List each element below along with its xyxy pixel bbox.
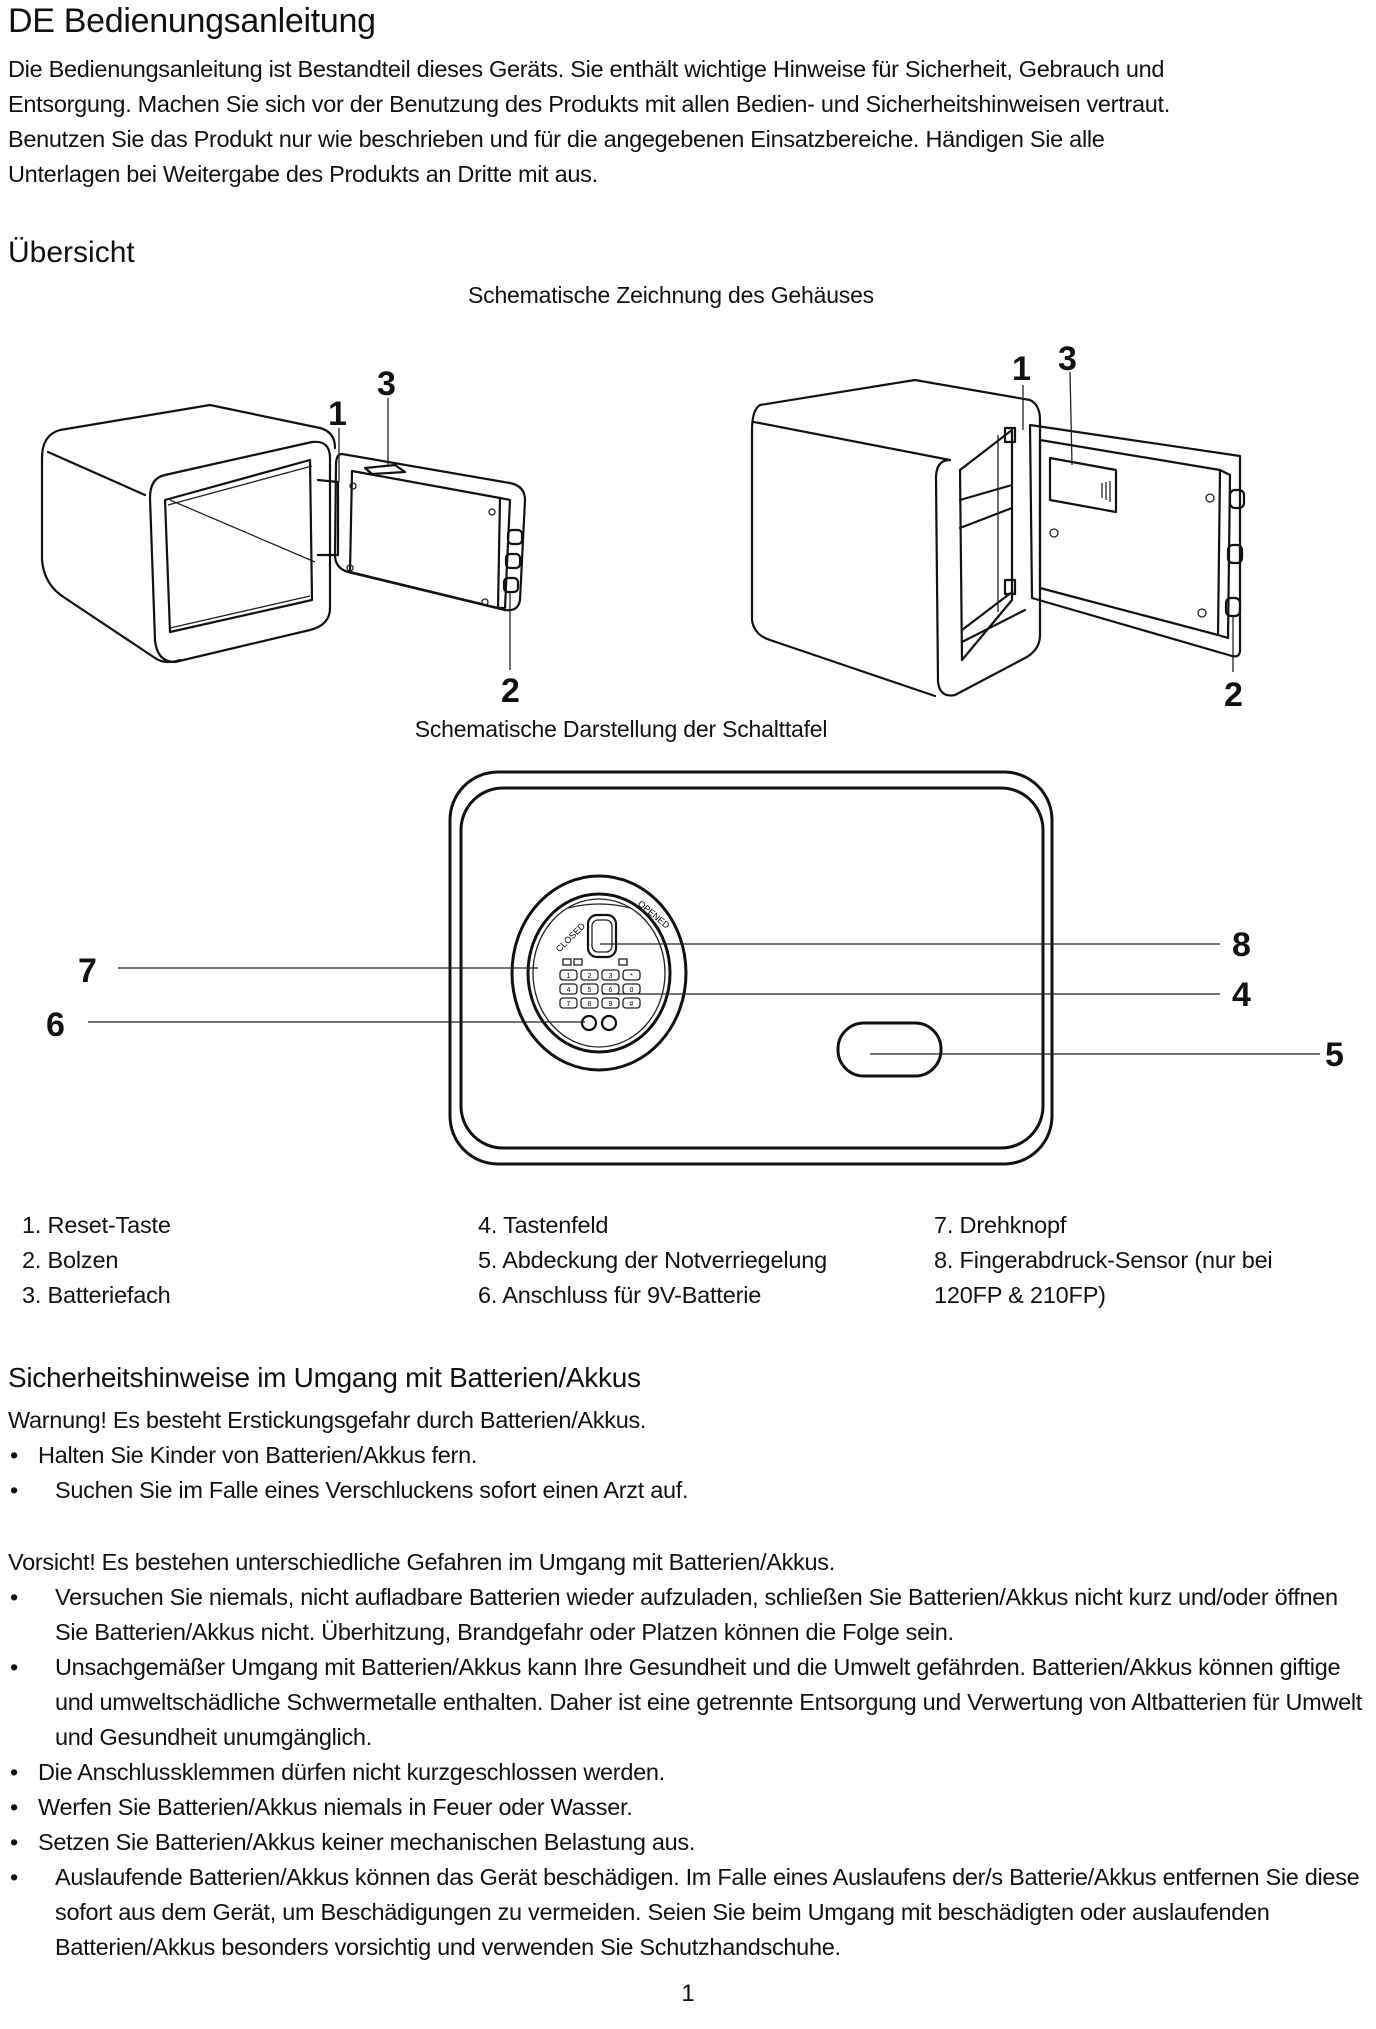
keypad-key-label: 8 (588, 1001, 592, 1008)
callout-5: 5 (1325, 1036, 1344, 1074)
keypad-key-label: # (630, 1001, 634, 1008)
list-item: •Halten Sie Kinder von Batterien/Akkus f… (8, 1438, 1368, 1473)
intro-line: Unterlagen bei Weitergabe des Produkts a… (8, 161, 598, 187)
keypad-key-label: 6 (609, 987, 613, 994)
safe-drawing-angled-open: 1 3 2 (750, 340, 1246, 714)
safety-heading: Sicherheitshinweise im Umgang mit Batter… (8, 1362, 641, 1393)
caution-text: Vorsicht! Es bestehen unterschiedliche G… (8, 1549, 835, 1575)
document-title: DE Bedienungsanleitung (8, 2, 376, 40)
bullet-icon: • (10, 1584, 18, 1610)
keypad-key-label: 5 (588, 987, 592, 994)
warning-block: Warnung! Es besteht Erstickungsgefahr du… (8, 1403, 1368, 1508)
panel-figure-caption: Schematische Darstellung der Schalttafel (414, 716, 828, 742)
callout-1: 1 (1012, 350, 1031, 388)
intro-line: Entsorgung. Machen Sie sich vor der Benu… (8, 91, 1170, 117)
keypad-key-label: 7 (567, 1001, 571, 1008)
callout-3: 3 (377, 365, 396, 403)
legend-column-1: 1. Reset-Taste 2. Bolzen 3. Batteriefach (22, 1208, 171, 1313)
callout-2: 2 (501, 672, 520, 710)
housing-figure-caption: Schematische Zeichnung des Gehäuses (468, 282, 874, 308)
keypad-key (580, 969, 599, 981)
callout-8: 8 (1232, 926, 1251, 964)
intro-line: Benutzen Sie das Produkt nur wie beschri… (8, 126, 1105, 152)
legend-item: 1. Reset-Taste (22, 1212, 171, 1238)
callout-4: 4 (1232, 976, 1251, 1014)
caution-block: Vorsicht! Es bestehen unterschiedliche G… (8, 1545, 1368, 1965)
page-number: 1 (681, 1980, 695, 2007)
legend-item: 4. Tastenfeld (478, 1212, 609, 1238)
keypad-key-label: 0 (630, 987, 634, 994)
keypad-key-label: 3 (609, 973, 613, 980)
list-item: •Suchen Sie im Falle eines Verschluckens… (8, 1473, 1368, 1508)
keypad-key (559, 969, 578, 981)
intro-paragraph: Die Bedienungsanleitung ist Bestandteil … (8, 52, 1368, 192)
warning-text: Warnung! Es besteht Erstickungsgefahr du… (8, 1407, 647, 1433)
keypad-key-label: 2 (588, 973, 592, 980)
control-panel-drawing: CLOSED OPENED 1 2 3 * 4 5 6 0 7 8 9 # 7 6 8 4 5 (46, 770, 1344, 1166)
keypad-key (559, 983, 578, 995)
legend-column-2: 4. Tastenfeld 5. Abdeckung der Notverrie… (478, 1208, 827, 1313)
keypad-key (622, 969, 641, 981)
legend-column-3: 7. Drehknopf 8. Fingerabdruck-Sensor (nu… (934, 1208, 1273, 1313)
overview-heading: Übersicht (8, 236, 135, 269)
legend-item: 2. Bolzen (22, 1247, 119, 1273)
bullet-icon: • (10, 1442, 18, 1468)
bullet-icon: • (10, 1864, 18, 1890)
keypad-key-label: 1 (567, 973, 571, 980)
list-item: •Unsachgemäßer Umgang mit Batterien/Akku… (8, 1650, 1368, 1755)
keypad: 1 2 3 * 4 5 6 0 7 8 9 # (559, 969, 641, 1009)
legend-item: 7. Drehknopf (934, 1212, 1067, 1238)
callout-6: 6 (46, 1006, 65, 1044)
legend-item: 5. Abdeckung der Notverriegelung (478, 1247, 827, 1273)
safe-drawing-front-open: 1 3 2 (40, 365, 527, 710)
keypad-key (601, 997, 620, 1009)
intro-line: Die Bedienungsanleitung ist Bestandteil … (8, 56, 1165, 82)
keypad-key (622, 997, 641, 1009)
keypad-key (580, 997, 599, 1009)
callout-7: 7 (78, 952, 97, 990)
keypad-key (601, 969, 620, 981)
callout-1: 1 (328, 395, 347, 433)
bullet-icon: • (10, 1477, 18, 1503)
bullet-icon: • (10, 1829, 18, 1855)
bullet-icon: • (10, 1794, 18, 1820)
callout-3: 3 (1058, 340, 1077, 378)
legend-item: 6. Anschluss für 9V-Batterie (478, 1282, 762, 1308)
keypad-key-label: * (630, 973, 633, 980)
keypad-key (580, 983, 599, 995)
list-item: •Die Anschlussklemmen dürfen nicht kurzg… (8, 1755, 1368, 1790)
bullet-icon: • (10, 1759, 18, 1785)
dial-label-opened: OPENED (636, 898, 672, 930)
list-item: •Versuchen Sie niemals, nicht aufladbare… (8, 1580, 1368, 1650)
bullet-icon: • (10, 1654, 18, 1680)
callout-2: 2 (1224, 676, 1243, 714)
legend-item: 3. Batteriefach (22, 1282, 171, 1308)
list-item: •Auslaufende Batterien/Akkus können das … (8, 1860, 1368, 1965)
legend-item: 8. Fingerabdruck-Sensor (nur bei (934, 1247, 1273, 1273)
list-item: •Setzen Sie Batterien/Akkus keiner mecha… (8, 1825, 1368, 1860)
keypad-key-label: 9 (609, 1001, 613, 1008)
legend-item: 120FP & 210FP) (934, 1282, 1106, 1308)
keypad-key-label: 4 (567, 987, 571, 994)
list-item: •Werfen Sie Batterien/Akkus niemals in F… (8, 1790, 1368, 1825)
keypad-key (559, 997, 578, 1009)
dial-label-closed: CLOSED (554, 920, 588, 954)
